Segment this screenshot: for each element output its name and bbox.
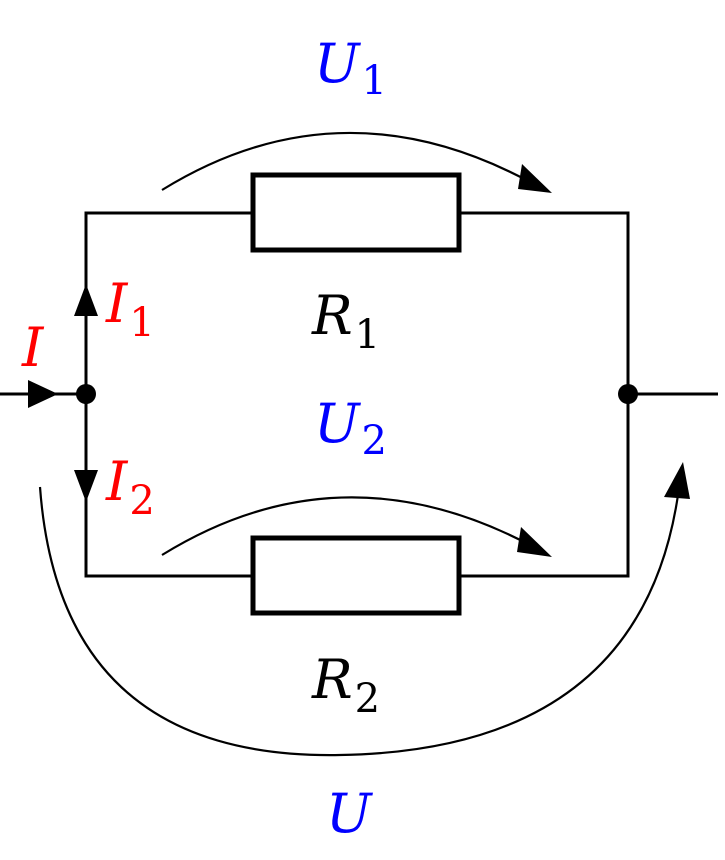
voltage-u-arc <box>38 486 680 757</box>
label-r1: R1 <box>311 284 380 358</box>
voltage-u2-arc <box>161 496 531 556</box>
current-i-arrow-icon <box>28 380 58 408</box>
label-r2: R2 <box>311 648 380 722</box>
right-rail-wire <box>459 211 630 578</box>
label-i2: I2 <box>105 450 155 524</box>
voltage-u1-arrow-icon <box>518 164 552 193</box>
label-u: U <box>326 782 373 845</box>
current-i2-arrow-icon <box>74 470 98 502</box>
voltage-u1-arc <box>161 131 531 191</box>
right-junction-node <box>618 384 638 404</box>
voltage-u-arrow-icon <box>664 462 690 499</box>
label-i: I <box>21 316 45 379</box>
resistor-r1 <box>250 172 462 253</box>
label-i1: I1 <box>105 272 155 346</box>
current-i1-arrow-icon <box>74 284 98 316</box>
left-junction-node <box>76 384 96 404</box>
voltage-u2-arrow-icon <box>517 527 552 557</box>
resistor-r2 <box>250 535 462 616</box>
label-u1: U1 <box>314 32 387 104</box>
label-u2: U2 <box>314 392 387 464</box>
